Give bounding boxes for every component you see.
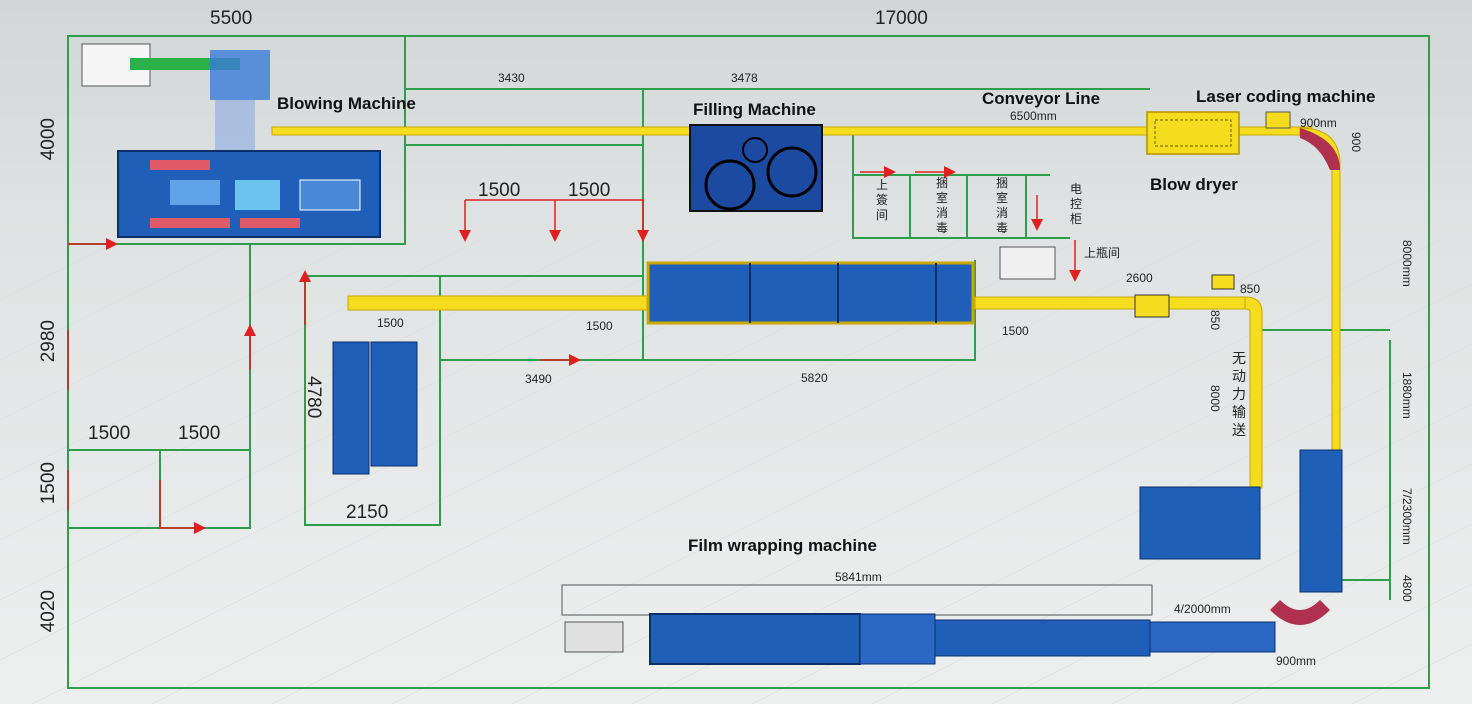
label-laser-coding-machine: Laser coding machine xyxy=(1196,87,1376,106)
conveyor-cn-label: 无 动 力 输 送 xyxy=(1232,351,1246,439)
dim-6500mm: 6500mm xyxy=(1010,109,1057,123)
dim-8000mm: 8000mm xyxy=(1400,240,1414,287)
room-label-5: 上瓶间 xyxy=(1084,246,1121,260)
blowing-machine xyxy=(81,43,381,238)
room-label-2: 捆 室 消 毒 xyxy=(936,176,949,235)
dim-4800: 4800 xyxy=(1400,575,1414,602)
dim-1500-b: 1500 xyxy=(568,180,611,201)
label-conveyor-line: Conveyor Line xyxy=(982,89,1101,108)
dim-left-2980: 2980 xyxy=(38,320,59,363)
dim-left-4020: 4020 xyxy=(38,590,59,633)
dim-8000: 8000 xyxy=(1208,385,1222,412)
flow-arrows xyxy=(67,166,1081,534)
room-label-3: 捆 室 消 毒 xyxy=(996,176,1009,235)
blow-dryer-equipment xyxy=(1139,128,1343,625)
dim-top-5500: 5500 xyxy=(210,8,253,29)
dim-900-right: 900 xyxy=(1349,132,1363,153)
dim-5820: 5820 xyxy=(801,371,828,385)
dim-3490: 3490 xyxy=(525,372,552,386)
room-label-1: 上 簽 间 xyxy=(876,178,889,222)
dim-850-a: 850 xyxy=(1240,282,1261,296)
dim-1880mm: 1880mm xyxy=(1400,372,1414,419)
label-film-wrapping-machine: Film wrapping machine xyxy=(688,536,877,555)
label-blowing-machine: Blowing Machine xyxy=(277,94,416,113)
dim-1500-d: 1500 xyxy=(178,423,221,444)
film-wrapping-machine xyxy=(561,584,1276,665)
washing-line xyxy=(646,261,975,325)
dim-1500-e: 1500 xyxy=(377,316,404,330)
dim-7-2300mm: 7/2300mm xyxy=(1400,488,1414,545)
label-filling-machine: Filling Machine xyxy=(693,100,816,119)
dim-top-17000: 17000 xyxy=(875,8,928,29)
filling-machine xyxy=(689,124,823,212)
dim-1500-g: 1500 xyxy=(1002,324,1029,338)
dim-1500-f: 1500 xyxy=(586,319,613,333)
dim-1500-c: 1500 xyxy=(88,423,131,444)
room-label-4: 电 控 柜 xyxy=(1070,182,1083,226)
dim-5841mm: 5841mm xyxy=(835,570,882,584)
label-blow-dryer: Blow dryer xyxy=(1150,175,1238,194)
cabinets xyxy=(332,341,418,475)
dim-900mm: 900mm xyxy=(1276,654,1317,668)
dim-4780: 4780 xyxy=(303,376,324,419)
dim-2150: 2150 xyxy=(346,502,389,523)
dim-4-2000mm: 4/2000mm xyxy=(1174,602,1231,616)
dim-3478: 3478 xyxy=(731,71,758,85)
dim-left-4000: 4000 xyxy=(38,118,59,161)
dim-2600: 2600 xyxy=(1126,271,1153,285)
dim-1500-a: 1500 xyxy=(478,180,521,201)
dim-3430: 3430 xyxy=(498,71,525,85)
cap-elevator xyxy=(999,246,1235,318)
dim-900nm: 900nm xyxy=(1300,116,1337,130)
laser-coding-platform xyxy=(1146,111,1291,155)
dim-850-b: 850 xyxy=(1208,310,1222,331)
dim-left-1500: 1500 xyxy=(38,462,59,505)
